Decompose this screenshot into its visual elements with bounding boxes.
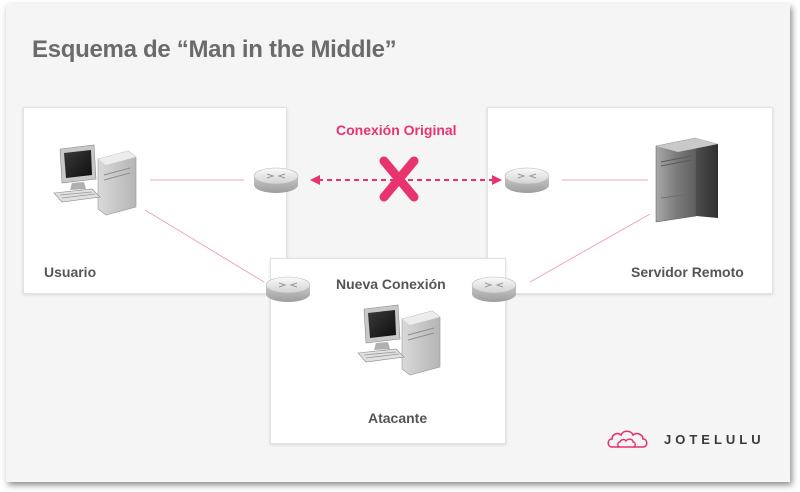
attacker-computer-icon (357, 304, 441, 376)
server-label: Servidor Remoto (631, 264, 744, 280)
router-server-icon (504, 167, 550, 193)
user-computer-icon (53, 144, 137, 216)
original-connection-label: Conexión Original (336, 122, 457, 138)
arrow-right-icon (492, 175, 502, 185)
user-label: Usuario (44, 264, 97, 280)
blocked-x-icon (379, 156, 419, 202)
arrow-left-icon (310, 175, 320, 185)
server-panel (487, 107, 773, 294)
remote-server-icon (655, 137, 718, 223)
brand-name: JOTELULU (664, 431, 765, 447)
brand-logo: JOTELULU (606, 427, 765, 451)
router-attacker-right-icon (471, 276, 517, 302)
cloud-logo-icon (607, 430, 648, 448)
diagram-title: Esquema de “Man in the Middle” (32, 36, 397, 63)
router-attacker-left-icon (265, 276, 311, 302)
server-to-attacker-router-line (529, 213, 651, 283)
user-to-attacker-router-line (144, 209, 265, 283)
attacker-label: Atacante (368, 410, 428, 426)
router-user-icon (253, 167, 299, 193)
new-connection-label: Nueva Conexión (336, 276, 446, 292)
